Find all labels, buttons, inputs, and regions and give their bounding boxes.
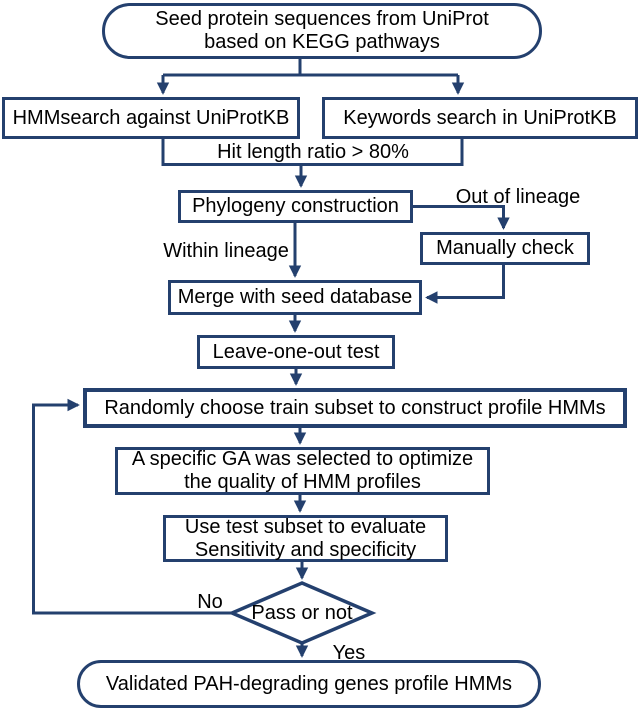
label-within-lineage-text: Within lineage bbox=[163, 240, 289, 262]
node-test-subset-evaluate-line2: Sensitivity and specificity bbox=[194, 538, 417, 561]
decision-diamond-shape bbox=[227, 581, 377, 645]
edge-hit-filter-funnel bbox=[161, 139, 464, 166]
node-ga-optimize-line2: the quality of HMM profiles bbox=[184, 471, 421, 493]
node-random-train-subset: Randomly choose train subset to construc… bbox=[83, 388, 627, 428]
label-yes-text: Yes bbox=[332, 642, 366, 664]
node-seed-sequences-line1: Seed protein sequences from UniProt bbox=[155, 8, 489, 30]
arrow-phylogeny-to-manual-check bbox=[413, 205, 510, 230]
node-phylogeny-label: Phylogeny construction bbox=[192, 195, 399, 217]
node-leave-one-out-test-label: Leave-one-out test bbox=[212, 340, 380, 363]
label-no-text: No bbox=[197, 591, 223, 613]
label-within-lineage: Within lineage bbox=[158, 239, 294, 263]
label-hit-length-ratio-text: Hit length ratio > 80% bbox=[217, 140, 409, 163]
label-hit-length-ratio: Hit length ratio > 80% bbox=[165, 139, 461, 164]
node-decision-label-text: Pass or not bbox=[251, 602, 353, 624]
node-manual-check-label: Manually check bbox=[436, 237, 574, 259]
node-seed-sequences: Seed protein sequences from UniProt base… bbox=[102, 3, 542, 59]
label-no: No bbox=[188, 590, 232, 614]
node-ga-optimize-line1: A specific GA was selected to optimize bbox=[131, 448, 474, 470]
node-keywords-search: Keywords search in UniProtKB bbox=[322, 97, 638, 139]
node-merge-seed-database: Merge with seed database bbox=[168, 280, 422, 315]
arrow-no-feedback-to-random-train bbox=[32, 398, 232, 615]
node-keywords-search-label: Keywords search in UniProtKB bbox=[343, 106, 617, 129]
node-hmmsearch-label: HMMsearch against UniProtKB bbox=[12, 106, 290, 129]
arrow-manual-check-to-merge bbox=[425, 265, 505, 304]
node-leave-one-out-test: Leave-one-out test bbox=[197, 335, 395, 369]
label-yes: Yes bbox=[327, 641, 371, 665]
node-validated-hmms-label: Validated PAH-degrading genes profile HM… bbox=[105, 672, 513, 695]
node-phylogeny: Phylogeny construction bbox=[178, 190, 413, 223]
node-test-subset-evaluate: Use test subset to evaluate Sensitivity … bbox=[163, 515, 448, 562]
node-hmmsearch: HMMsearch against UniProtKB bbox=[2, 97, 300, 139]
node-seed-sequences-line2: based on KEGG pathways bbox=[204, 31, 440, 53]
node-test-subset-evaluate-line1: Use test subset to evaluate bbox=[184, 515, 427, 538]
node-merge-seed-database-label: Merge with seed database bbox=[177, 286, 413, 308]
node-random-train-subset-label: Randomly choose train subset to construc… bbox=[104, 396, 606, 419]
node-validated-hmms: Validated PAH-degrading genes profile HM… bbox=[77, 660, 541, 708]
node-ga-optimize: A specific GA was selected to optimize t… bbox=[115, 447, 490, 495]
label-out-of-lineage-text: Out of lineage bbox=[455, 186, 581, 208]
node-manual-check: Manually check bbox=[420, 232, 590, 265]
node-decision-label: Pass or not bbox=[232, 600, 372, 626]
label-out-of-lineage: Out of lineage bbox=[450, 186, 586, 208]
